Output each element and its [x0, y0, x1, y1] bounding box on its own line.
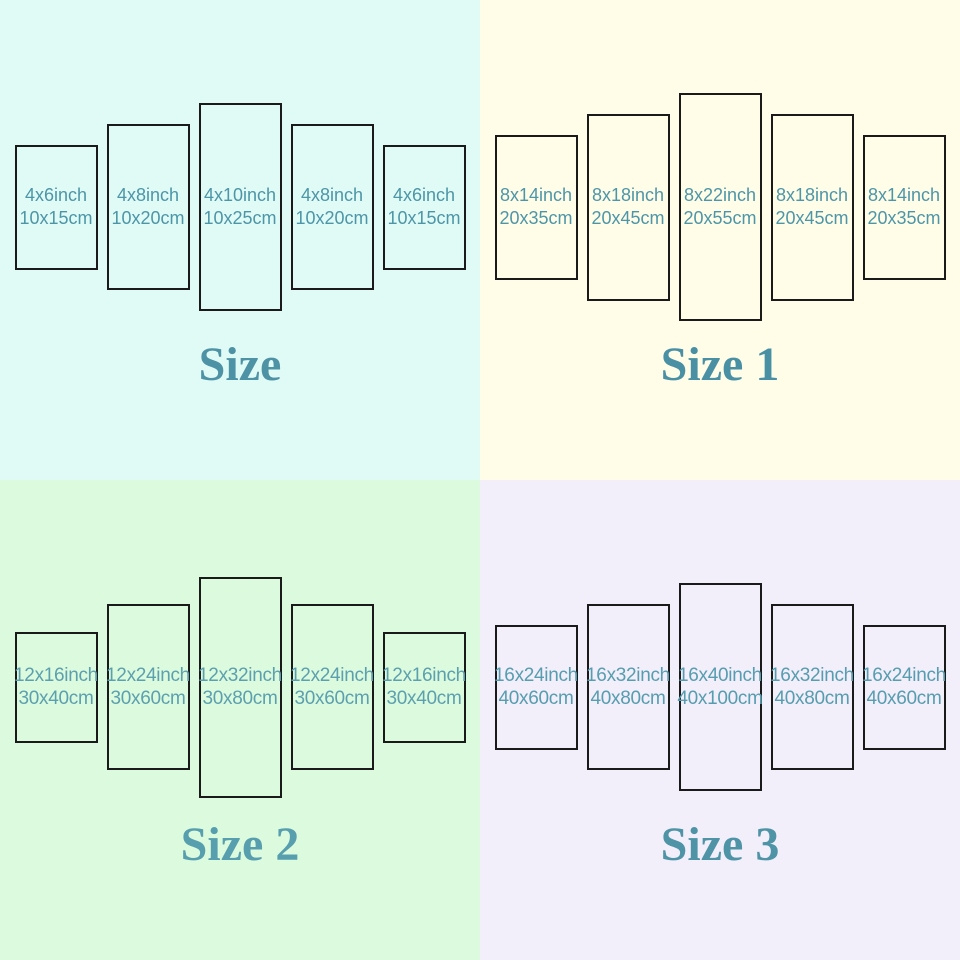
canvas-panel-2: 4x8inch 10x20cm — [106, 124, 190, 290]
canvas-panel-1: 16x24inch 40x60cm — [494, 624, 578, 750]
canvas-panel-2: 12x24inch 30x60cm — [106, 604, 190, 770]
panel-size-label: 16x32inch 40x80cm — [770, 664, 854, 710]
panel-size-cm-label: 20x55cm — [683, 208, 757, 228]
panel-size-inch-label: 12x24inch — [290, 665, 374, 686]
panel-size-cm-label: 20x45cm — [591, 208, 665, 228]
panel-size-inch-label: 12x16inch — [382, 665, 466, 686]
panel-size-cm-label: 20x45cm — [775, 208, 849, 228]
panel-size-cm-label: 30x40cm — [386, 688, 462, 709]
panel-size-cm-label: 20x35cm — [499, 208, 573, 228]
panel-size-inch-label: 16x32inch — [586, 665, 670, 686]
panel-size-cm-label: 30x60cm — [294, 688, 370, 709]
quadrant-title: Size 1 — [660, 338, 780, 391]
panel-size-cm-label: 30x60cm — [110, 688, 186, 709]
canvas-panel-1: 12x16inch 30x40cm — [14, 631, 98, 743]
panel-size-inch-label: 16x24inch — [494, 665, 578, 686]
panel-size-cm-label: 10x15cm — [19, 208, 93, 228]
canvas-panel-3: 12x32inch 30x80cm — [198, 576, 282, 798]
panel-size-inch-label: 8x18inch — [775, 185, 849, 205]
canvas-panel-4: 4x8inch 10x20cm — [290, 124, 374, 290]
panel-size-inch-label: 12x16inch — [14, 665, 98, 686]
canvas-panel-3: 16x40inch 40x100cm — [677, 583, 763, 791]
panel-size-inch-label: 16x32inch — [770, 665, 854, 686]
panel-size-cm-label: 40x80cm — [590, 688, 666, 709]
quadrant-title: Size 3 — [660, 818, 780, 871]
panel-size-inch-label: 4x8inch — [300, 185, 364, 205]
panel-size-label: 4x10inch 10x25cm — [203, 184, 276, 230]
panel-size-inch-label: 12x24inch — [106, 665, 190, 686]
quadrant-size-2: 12x16inch 30x40cm 12x24inch 30x60cm 12x3… — [0, 480, 480, 960]
panel-size-label: 8x18inch 20x45cm — [591, 184, 664, 230]
panel-size-label: 4x6inch 10x15cm — [19, 184, 92, 230]
panel-size-inch-label: 8x14inch — [867, 185, 941, 205]
panel-size-inch-label: 16x24inch — [862, 665, 946, 686]
panel-size-label: 12x16inch 30x40cm — [14, 664, 98, 710]
panel-size-cm-label: 40x60cm — [498, 688, 574, 709]
panel-size-cm-label: 40x100cm — [677, 688, 763, 709]
panel-size-label: 12x24inch 30x60cm — [106, 664, 190, 710]
canvas-panel-3: 8x22inch 20x55cm — [678, 93, 762, 321]
canvas-panel-3: 4x10inch 10x25cm — [198, 103, 282, 311]
panel-row: 8x14inch 20x35cm 8x18inch 20x45cm 8x22in… — [480, 0, 960, 414]
panel-row: 16x24inch 40x60cm 16x32inch 40x80cm 16x4… — [480, 480, 960, 894]
panel-size-label: 8x22inch 20x55cm — [683, 184, 756, 230]
panel-size-cm-label: 10x20cm — [111, 208, 185, 228]
canvas-panel-2: 8x18inch 20x45cm — [586, 113, 670, 301]
panel-size-label: 12x24inch 30x60cm — [290, 664, 374, 710]
panel-size-label: 8x18inch 20x45cm — [775, 184, 848, 230]
canvas-panel-4: 16x32inch 40x80cm — [770, 604, 854, 770]
panel-size-inch-label: 8x18inch — [591, 185, 665, 205]
panel-size-inch-label: 12x32inch — [198, 665, 282, 686]
panel-size-cm-label: 30x80cm — [202, 688, 278, 709]
panel-size-label: 8x14inch 20x35cm — [867, 184, 940, 230]
panel-size-inch-label: 8x22inch — [683, 185, 757, 205]
panel-size-cm-label: 20x35cm — [867, 208, 941, 228]
panel-size-inch-label: 4x10inch — [203, 185, 277, 205]
quadrant-size-1: 8x14inch 20x35cm 8x18inch 20x45cm 8x22in… — [480, 0, 960, 480]
canvas-panel-5: 12x16inch 30x40cm — [382, 631, 466, 743]
panel-row: 12x16inch 30x40cm 12x24inch 30x60cm 12x3… — [0, 480, 480, 894]
quadrant-title: Size — [198, 338, 282, 391]
panel-size-label: 8x14inch 20x35cm — [499, 184, 572, 230]
panel-size-cm-label: 10x15cm — [387, 208, 461, 228]
panel-size-cm-label: 10x25cm — [203, 208, 277, 228]
panel-size-inch-label: 4x6inch — [392, 185, 456, 205]
canvas-panel-1: 8x14inch 20x35cm — [494, 134, 578, 280]
canvas-panel-1: 4x6inch 10x15cm — [14, 144, 98, 270]
canvas-panel-4: 8x18inch 20x45cm — [770, 113, 854, 301]
panel-size-cm-label: 30x40cm — [18, 688, 94, 709]
panel-size-label: 16x32inch 40x80cm — [586, 664, 670, 710]
canvas-panel-4: 12x24inch 30x60cm — [290, 604, 374, 770]
quadrant-title: Size 2 — [180, 818, 300, 871]
canvas-panel-5: 4x6inch 10x15cm — [382, 144, 466, 270]
canvas-panel-2: 16x32inch 40x80cm — [586, 604, 670, 770]
panel-size-inch-label: 4x6inch — [24, 185, 88, 205]
panel-row: 4x6inch 10x15cm 4x8inch 10x20cm 4x10inch… — [0, 0, 480, 414]
panel-size-label: 4x8inch 10x20cm — [295, 184, 368, 230]
panel-size-label: 4x6inch 10x15cm — [387, 184, 460, 230]
panel-size-label: 16x24inch 40x60cm — [494, 664, 578, 710]
panel-size-cm-label: 40x80cm — [774, 688, 850, 709]
panel-size-label: 4x8inch 10x20cm — [111, 184, 184, 230]
panel-size-label: 16x24inch 40x60cm — [862, 664, 946, 710]
panel-size-label: 16x40inch 40x100cm — [677, 664, 763, 710]
panel-size-inch-label: 16x40inch — [678, 665, 762, 686]
panel-size-inch-label: 8x14inch — [499, 185, 573, 205]
panel-size-cm-label: 10x20cm — [295, 208, 369, 228]
canvas-panel-5: 8x14inch 20x35cm — [862, 134, 946, 280]
panel-size-cm-label: 40x60cm — [866, 688, 942, 709]
canvas-panel-5: 16x24inch 40x60cm — [862, 624, 946, 750]
quadrant-size-3: 16x24inch 40x60cm 16x32inch 40x80cm 16x4… — [480, 480, 960, 960]
panel-size-label: 12x32inch 30x80cm — [198, 664, 282, 710]
quadrant-size: 4x6inch 10x15cm 4x8inch 10x20cm 4x10inch… — [0, 0, 480, 480]
panel-size-label: 12x16inch 30x40cm — [382, 664, 466, 710]
panel-size-inch-label: 4x8inch — [116, 185, 180, 205]
